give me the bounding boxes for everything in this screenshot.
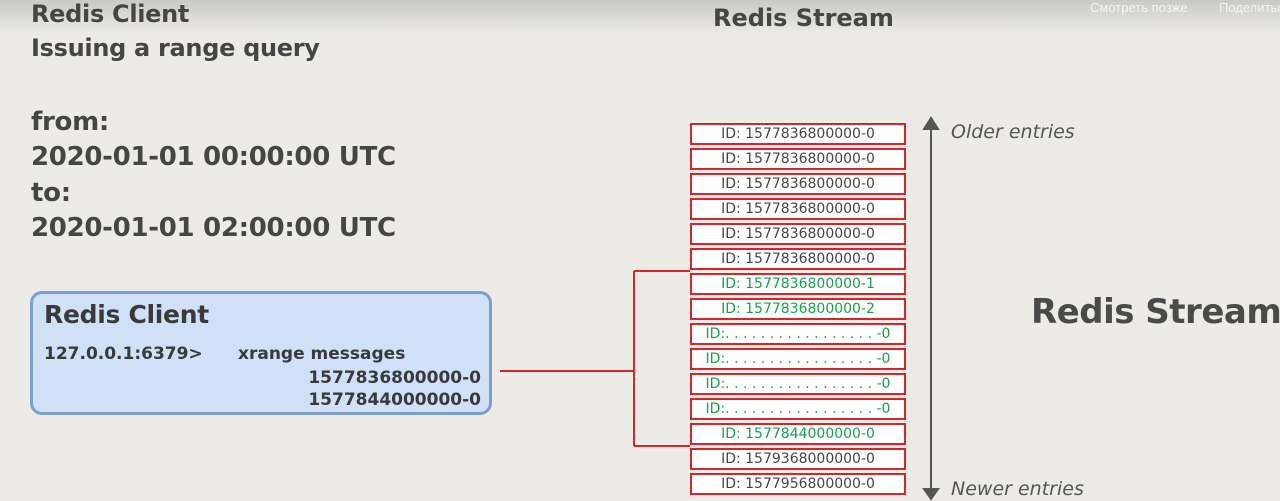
share-button[interactable]: Поделиться bbox=[1219, 0, 1280, 15]
stream-entry: ID: 1577836800000-1 bbox=[690, 273, 906, 295]
end-id-arg: 1577844000000-0 bbox=[308, 390, 481, 410]
cli-prompt: 127.0.0.1:6379> bbox=[44, 344, 203, 364]
stream-entry: ID: 1579368000000-0 bbox=[690, 448, 906, 470]
start-id-arg: 1577836800000-0 bbox=[308, 368, 481, 388]
stream-entry: ID: 1577836800000-0 bbox=[690, 248, 906, 270]
stream-entry: ID: 1577956800000-0 bbox=[690, 473, 906, 495]
stream-entry: ID:. . . . . . . . . . . . . . . . . -0 bbox=[690, 398, 906, 420]
xrange-command: xrange messages bbox=[238, 344, 406, 364]
newer-entries-label: Newer entries bbox=[951, 478, 1084, 500]
subheading: Issuing a range query bbox=[31, 34, 320, 62]
redis-client-box: Redis Client 127.0.0.1:6379> xrange mess… bbox=[30, 291, 492, 415]
stream-entry: ID:. . . . . . . . . . . . . . . . . -0 bbox=[690, 373, 906, 395]
stream-entry: ID:. . . . . . . . . . . . . . . . . -0 bbox=[690, 323, 906, 345]
video-top-overlay bbox=[0, 0, 1280, 34]
stream-entry: ID: 1577836800000-0 bbox=[690, 223, 906, 245]
to-label: to: bbox=[31, 178, 71, 208]
stream-entry: ID: 1577836800000-0 bbox=[690, 148, 906, 170]
from-label: from: bbox=[31, 107, 109, 137]
stream-big-label: Redis Stream bbox=[1031, 292, 1280, 332]
to-value: 2020-01-01 02:00:00 UTC bbox=[31, 213, 396, 243]
from-value: 2020-01-01 00:00:00 UTC bbox=[31, 142, 396, 172]
older-arrowhead-icon bbox=[922, 116, 940, 130]
stream-entry: ID: 1577836800000-2 bbox=[690, 298, 906, 320]
stream-entry: ID: 1577844000000-0 bbox=[690, 423, 906, 445]
newer-arrowhead-icon bbox=[922, 488, 940, 501]
stream-entry: ID: 1577836800000-0 bbox=[690, 198, 906, 220]
watch-later-button[interactable]: Смотреть позже bbox=[1090, 0, 1188, 15]
client-heading: Redis Client bbox=[31, 0, 190, 28]
older-entries-label: Older entries bbox=[951, 121, 1075, 143]
stream-heading: Redis Stream bbox=[713, 4, 894, 32]
stream-entry: ID: 1577836800000-0 bbox=[690, 123, 906, 145]
stream-entry: ID:. . . . . . . . . . . . . . . . . -0 bbox=[690, 348, 906, 370]
stream-entry: ID: 1577836800000-0 bbox=[690, 173, 906, 195]
client-box-title: Redis Client bbox=[44, 300, 209, 329]
